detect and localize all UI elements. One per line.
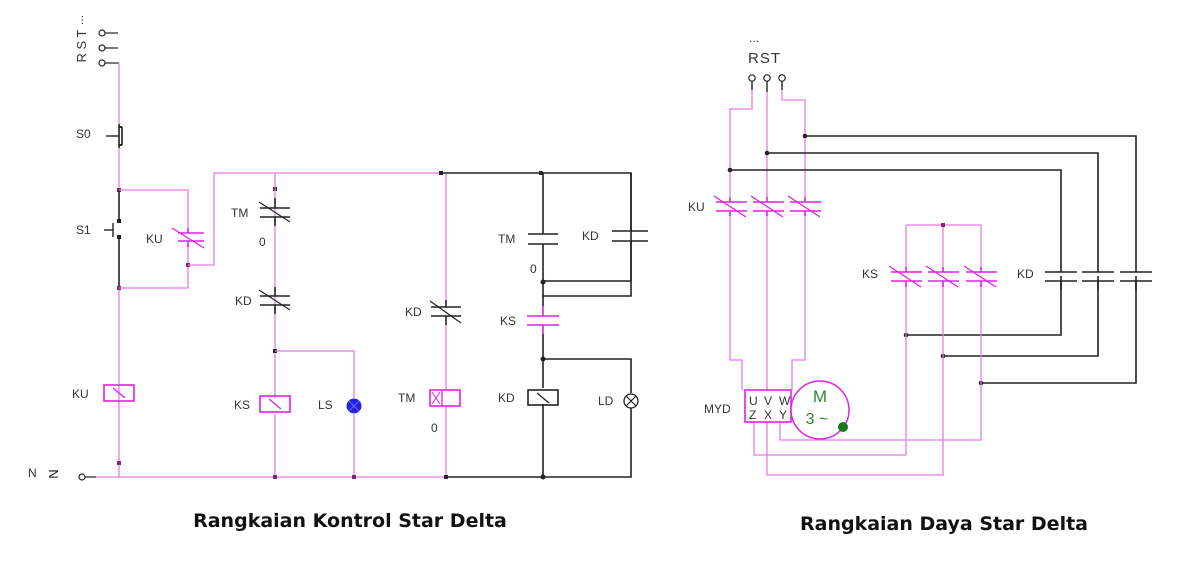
- junction-dot: [764, 150, 770, 156]
- tm-no-contact: [528, 233, 558, 245]
- ku-holding-contact: [171, 227, 205, 249]
- ls-lamp: [346, 398, 362, 414]
- ku-main-contacts: [713, 195, 821, 218]
- motor-running-indicator: [838, 422, 848, 432]
- supply-terminal-r: [98, 59, 119, 67]
- kd-contacts-label: KD: [1017, 267, 1034, 281]
- ks-no-label: KS: [500, 314, 516, 328]
- kd-no-label: KD: [582, 229, 599, 243]
- wire-ks-star-bridge: [753, 224, 982, 476]
- neutral-label: N: [28, 466, 37, 480]
- junction-dot: [540, 279, 546, 285]
- kd-nc-contact-2: [429, 300, 462, 325]
- ks-no-contact: [527, 306, 559, 334]
- wire-kd-tap-3: [730, 169, 1062, 336]
- power-supply-ellipsis: ...: [749, 31, 759, 45]
- ls-lamp-label: LS: [318, 398, 333, 412]
- junction-dot: [540, 474, 546, 480]
- tm-coil-timer-value: 0: [431, 421, 438, 435]
- wire-top-rail-black: [441, 172, 632, 297]
- ks-coil-label: KS: [234, 398, 250, 412]
- stop-button-label: S0: [76, 127, 91, 141]
- tm-nc-contact: [258, 198, 291, 226]
- power-terminal-r: [748, 74, 756, 90]
- power-terminal-s: [763, 74, 771, 92]
- wire-ls-branch: [275, 350, 355, 477]
- power-circuit: ... RST: [688, 31, 1152, 535]
- start-button-label: S1: [76, 223, 91, 237]
- supply-terminal-s: [98, 44, 118, 52]
- kd-nc-label: KD: [235, 294, 252, 308]
- tm-nc-label: TM: [231, 206, 248, 220]
- kd-main-contacts: [1045, 262, 1152, 290]
- motor-phase-label: 3 ~: [806, 411, 829, 428]
- ks-coil: [259, 395, 291, 413]
- ld-lamp: [623, 393, 639, 409]
- junction-dot: [117, 461, 121, 465]
- junction-dot: [727, 167, 733, 173]
- control-circuit: ... R S T S0: [28, 15, 648, 532]
- junction-dot: [941, 223, 945, 227]
- control-supply-ellipsis: ...: [72, 15, 86, 25]
- ku-coil-label: KU: [72, 387, 89, 401]
- stop-button-s0[interactable]: [106, 124, 123, 148]
- ku-holding-label: KU: [146, 232, 163, 246]
- wire-kd-tap-2: [767, 152, 1099, 357]
- kd-coil: [527, 389, 559, 406]
- junction-dot: [444, 475, 448, 479]
- junction-dot: [802, 133, 808, 139]
- terminal-y: Y: [779, 408, 787, 422]
- terminal-u: U: [749, 394, 758, 408]
- wire-neutral-black: [446, 408, 632, 478]
- wire-kd-tap-1: [805, 135, 1137, 384]
- neutral-terminal-label: N: [46, 469, 61, 478]
- tm-no-timer-value: 0: [530, 262, 537, 276]
- kd-nc-2-label: KD: [405, 305, 422, 319]
- terminal-z: Z: [749, 408, 756, 422]
- ks-contacts-label: KS: [862, 267, 878, 281]
- terminal-v: V: [764, 394, 772, 408]
- wire-phase-t: [781, 90, 806, 390]
- ku-contacts-label: KU: [688, 200, 705, 214]
- control-supply-phases: R S T: [74, 29, 89, 62]
- wire-to-top-rail: [188, 172, 441, 266]
- tm-nc-timer-value: 0: [259, 235, 266, 249]
- power-supply-phases: RST: [748, 50, 781, 67]
- control-circuit-caption: Rangkaian Kontrol Star Delta: [193, 510, 507, 532]
- supply-terminal-t: [98, 29, 118, 37]
- motor-terminal-box: U V W Z X Y: [744, 389, 792, 423]
- tm-coil: [429, 389, 461, 407]
- motor-m-label: M: [813, 387, 827, 406]
- ku-coil: [103, 384, 135, 402]
- kd-no-contact: [612, 173, 648, 281]
- wire-ku-holding: [119, 189, 189, 289]
- kd-nc-contact: [258, 287, 291, 314]
- ld-lamp-label: LD: [598, 394, 614, 408]
- tm-no-label: TM: [498, 232, 515, 246]
- power-terminal-t: [778, 74, 786, 90]
- junction-dot: [273, 475, 277, 479]
- neutral-terminal: [78, 473, 96, 481]
- motor-symbol: M 3 ~: [790, 380, 850, 440]
- power-circuit-caption: Rangkaian Daya Star Delta: [800, 513, 1088, 535]
- wire-ld-branch: [543, 358, 632, 393]
- terminal-w: W: [779, 394, 791, 408]
- terminal-x: X: [764, 408, 772, 422]
- junction-dot: [539, 171, 543, 175]
- tm-coil-label: TM: [398, 391, 415, 405]
- kd-coil-label: KD: [498, 391, 515, 405]
- wire-phase-r: [729, 90, 753, 390]
- motor-label: MYD: [704, 402, 731, 416]
- ks-main-contacts: [888, 265, 997, 288]
- junction-dot: [352, 475, 356, 479]
- start-button-s1[interactable]: [104, 190, 121, 288]
